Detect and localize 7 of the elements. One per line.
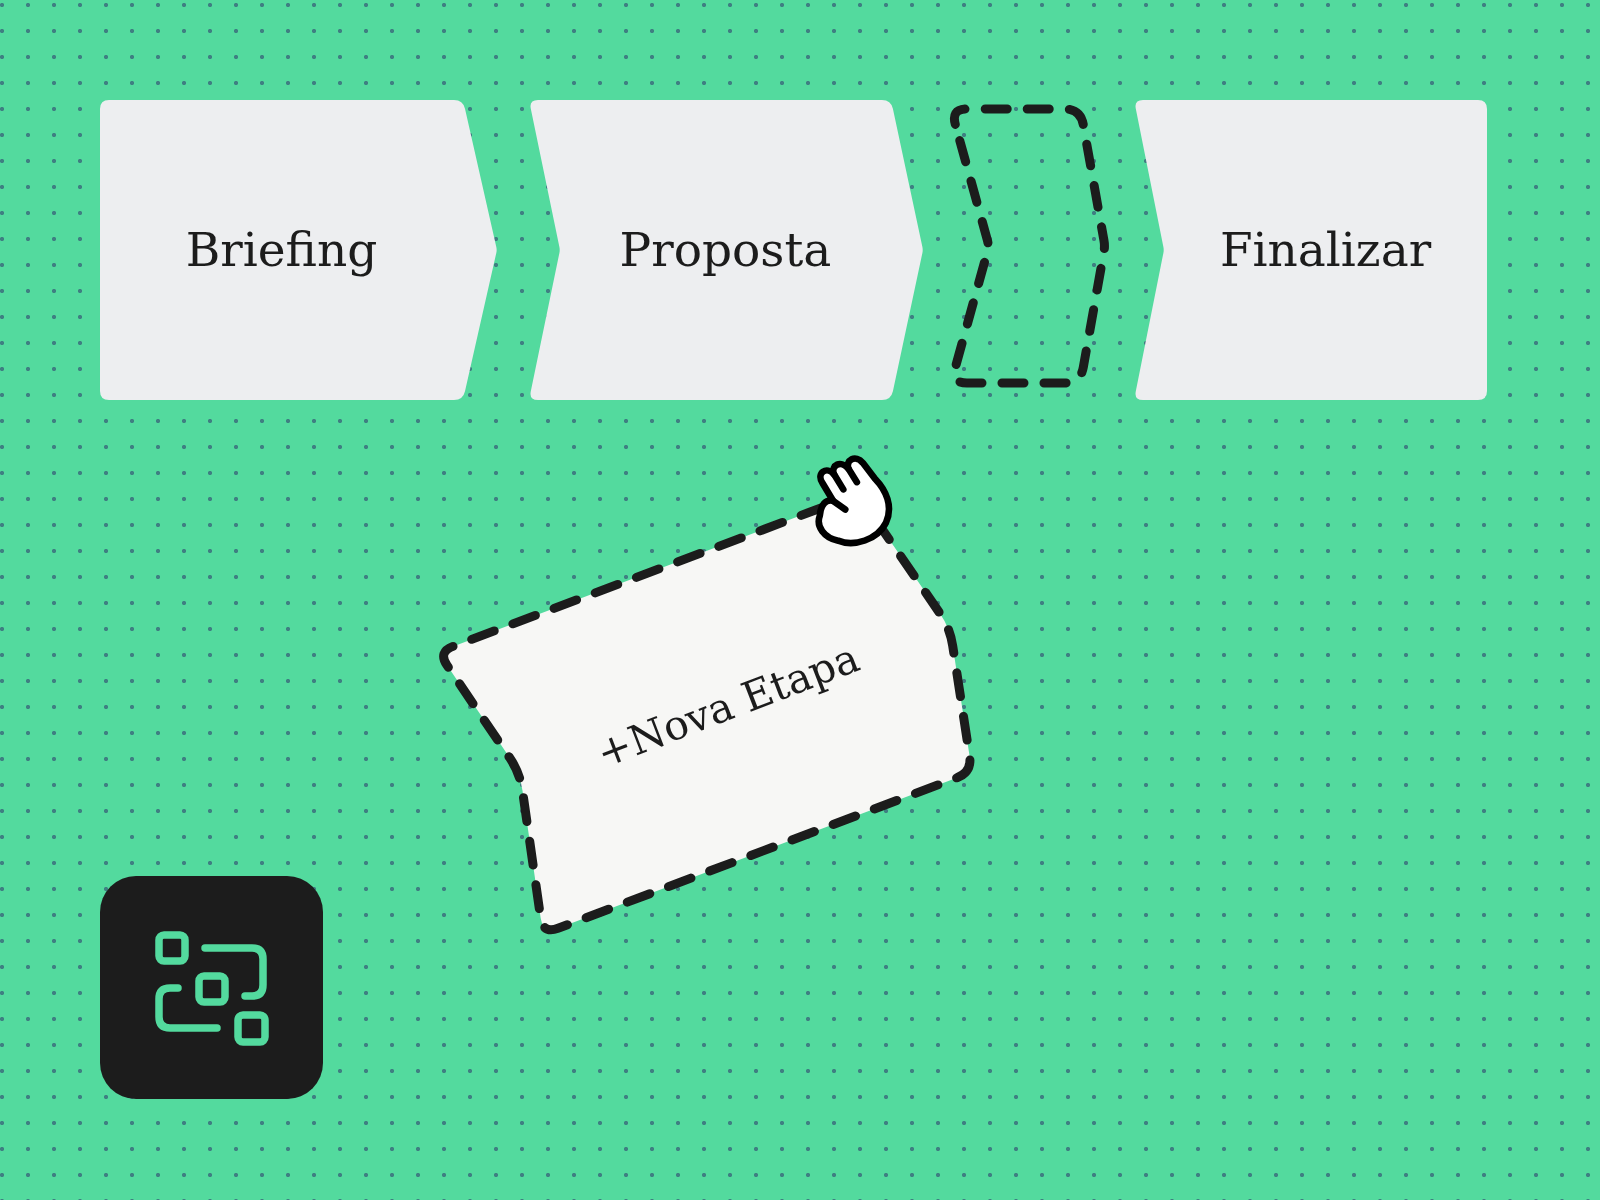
process-step <box>529 100 923 400</box>
card-label: +Nova Etapa <box>590 634 866 778</box>
step-label: Proposta <box>619 223 832 277</box>
process-step <box>100 100 497 400</box>
step-label: Briefing <box>185 223 378 277</box>
step-label: Finalizar <box>1219 223 1432 277</box>
process-step <box>1134 100 1487 400</box>
